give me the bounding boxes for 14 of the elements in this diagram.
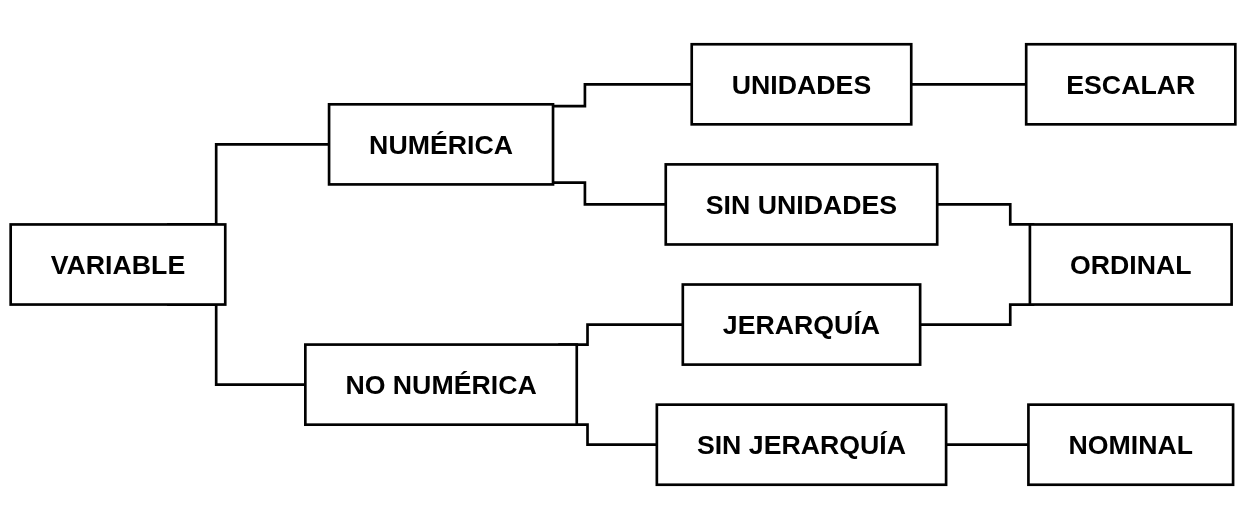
node-box: ORDINAL [1028,223,1233,306]
node-box: NOMINAL [1027,403,1235,487]
connector [911,82,1027,86]
node-box: ESCALAR [1024,42,1237,126]
connector [553,82,692,108]
node-box: NO NUMÉRICA [304,343,579,426]
connector [946,443,1029,447]
node-box: SIN JERARQUÍA [655,403,948,487]
node-box: UNIDADES [690,42,913,126]
node-box: JERARQUÍA [681,283,922,366]
node-box: VARIABLE [9,223,227,306]
node-box: NUMÉRICA [327,103,555,186]
connector [553,181,666,206]
node-box: SIN UNIDADES [664,163,939,246]
